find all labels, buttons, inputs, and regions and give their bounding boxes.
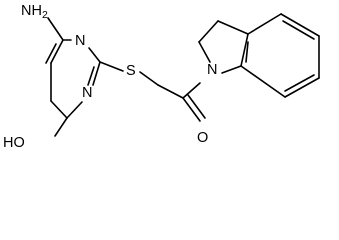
bond-n3-c2 <box>88 47 101 63</box>
substituent-bonds <box>47 17 206 137</box>
bond-c7a-n <box>221 65 242 74</box>
sulfur-label: S <box>126 63 136 79</box>
oxygen-label: O <box>197 130 208 146</box>
bond-c6-c5b <box>50 100 68 119</box>
bond-c2-n1 <box>92 61 101 86</box>
bond-ch2a-ch2b <box>198 20 219 43</box>
bond-ch2b-c3a <box>217 20 249 35</box>
bond-c2-n1-double <box>87 66 95 86</box>
hydroxy-label: HO <box>3 135 25 151</box>
bond-c3a-c4 <box>247 13 282 35</box>
bond-c3a-c7a <box>240 33 249 67</box>
bond-c4-c5-double <box>45 43 57 64</box>
bond-c4-nh2 <box>47 17 64 41</box>
bond-n1-c6 <box>66 101 83 119</box>
chemical-structure-diagram: NH2 HO N N S N O <box>3 3 320 151</box>
bond-co-n <box>182 82 201 99</box>
bond-n-ch2a <box>198 41 211 63</box>
amino-subscript: 2 <box>42 9 48 21</box>
bond-c4-c5-double <box>282 20 315 40</box>
amino-label: NH2 <box>21 3 48 21</box>
bond-c2-s <box>99 61 124 72</box>
bond-s-ch2 <box>139 71 159 86</box>
ring-n-top-label: N <box>75 33 85 49</box>
bond-c4-c5 <box>280 13 320 37</box>
bond-co-o-double <box>187 94 206 119</box>
bond-c6-c7-double <box>284 74 315 92</box>
bond-co-o <box>182 97 201 122</box>
bond-c6-c7 <box>284 77 320 98</box>
ring-n-bottom-label: N <box>82 85 92 101</box>
bond-ch2-co <box>157 84 184 99</box>
indoline-bonds <box>198 13 320 98</box>
bond-c3a-c7a-double <box>245 41 249 63</box>
bond-c6-oh <box>54 117 68 137</box>
indoline-n-label: N <box>207 62 217 78</box>
pyrimidine-ring-bonds <box>45 39 101 119</box>
bond-c7-c7a <box>240 65 286 98</box>
bond-c4-c5 <box>50 39 64 64</box>
